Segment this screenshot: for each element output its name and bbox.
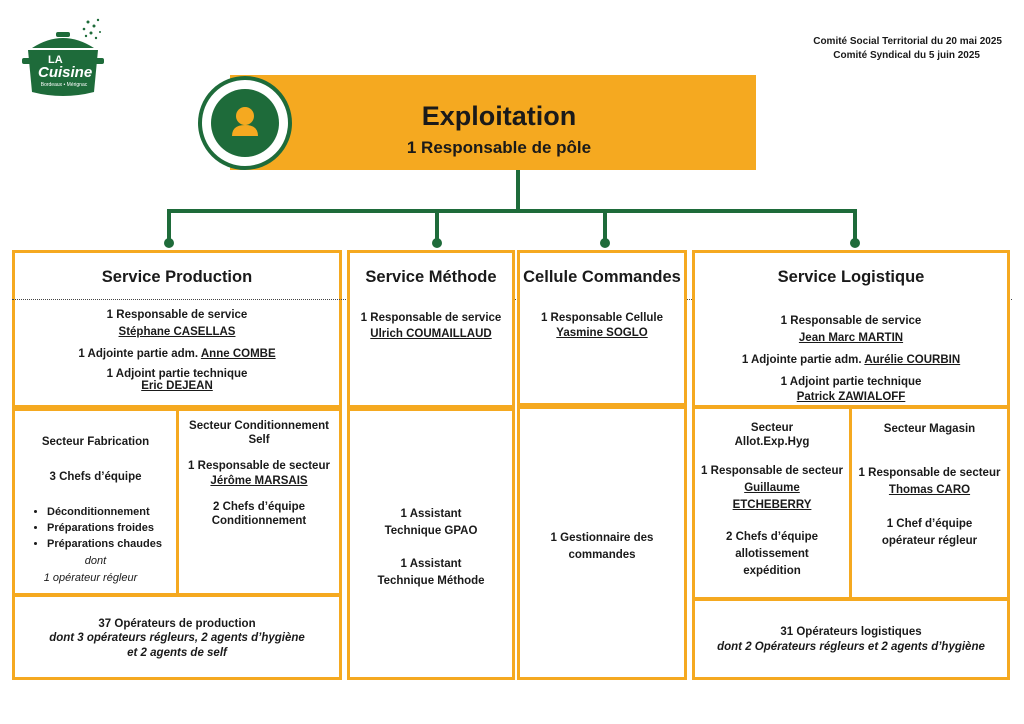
- logistique-resp-name: Jean Marc MARTIN: [798, 332, 904, 344]
- connector-commandes: [603, 209, 607, 243]
- production-resp-name: Stéphane CASELLAS: [118, 326, 236, 338]
- meeting-csts: Comité Social Territorial du 20 mai 2025: [813, 36, 1002, 47]
- logo-text-la: LA: [48, 54, 63, 66]
- logo: LA Cuisine Bordeaux • Mérignac: [18, 14, 108, 104]
- logistique-operators-detail: dont 2 Opérateurs régleurs et 2 agents d…: [717, 641, 985, 653]
- allot-title: Secteur Allot.Exp.Hyg: [734, 422, 810, 448]
- fabrication-regleur: 1 opérateur régleur: [43, 572, 138, 584]
- conditionnement-title: Secteur Conditionnement Self: [189, 420, 329, 446]
- logistique-operators-count: 31 Opérateurs logistiques: [780, 626, 922, 638]
- production-operators-detail2: et 2 agents de self: [127, 647, 227, 659]
- production-header-box: Service Production 1 Responsable de serv…: [12, 250, 342, 408]
- logistique-adj-adm-name: Aurélie COURBIN: [864, 354, 961, 366]
- methode-assistant-gpao: 1 Assistant Technique GPAO: [384, 508, 478, 537]
- production-adj-tech-name: Eric DEJEAN: [141, 380, 213, 392]
- production-resp-role: 1 Responsable de service: [106, 309, 248, 321]
- methode-resp-role: 1 Responsable de service: [360, 312, 502, 324]
- connector-dot: [164, 238, 174, 248]
- methode-title: Service Méthode: [365, 268, 497, 286]
- connector-production: [167, 209, 171, 243]
- production-operators-box: 37 Opérateurs de production dont 3 opéra…: [12, 594, 342, 680]
- commandes-header-box: Cellule Commandes 1 Responsable Cellule …: [517, 250, 687, 406]
- pot-icon: [22, 18, 104, 96]
- production-adj-adm-role: 1 Adjointe partie adm.: [78, 348, 199, 360]
- connector-dot: [432, 238, 442, 248]
- production-adj-adm: 1 Adjointe partie adm. Anne COMBE: [15, 347, 339, 361]
- allot-name: Guillaume ETCHEBERRY: [732, 482, 812, 511]
- production-operators-detail1: dont 3 opérateurs régleurs, 2 agents d’h…: [49, 632, 305, 644]
- magasin-title: Secteur Magasin: [883, 423, 976, 435]
- logistique-adj-adm: 1 Adjointe partie adm. Aurélie COURBIN: [695, 353, 1007, 367]
- allot-chefs: 2 Chefs d’équipe allotissement expéditio…: [725, 531, 819, 577]
- magasin-name: Thomas CARO: [888, 484, 971, 496]
- conditionnement-chefs: 2 Chefs d’équipe Conditionnement: [211, 501, 307, 527]
- conditionnement-name: Jérôme MARSAIS: [210, 475, 308, 487]
- connector-methode: [435, 209, 439, 243]
- logistique-operators-box: 31 Opérateurs logistiques dont 2 Opérate…: [692, 598, 1010, 680]
- magasin-chef: 1 Chef d’équipe opérateur régleur: [881, 518, 978, 547]
- production-adj-tech-role: 1 Adjoint partie technique: [106, 368, 248, 380]
- connector-dot: [850, 238, 860, 248]
- allot-resp: 1 Responsable de secteur: [701, 465, 843, 477]
- production-adj-adm-name: Anne COMBE: [200, 348, 276, 360]
- commandes-resp-role: 1 Responsable Cellule: [540, 312, 664, 324]
- logistique-header-box: Service Logistique 1 Responsable de serv…: [692, 250, 1010, 408]
- exploitation-box: [230, 75, 756, 170]
- methode-assistant-methode: 1 Assistant Technique Méthode: [377, 558, 485, 587]
- logistique-adj-adm-role: 1 Adjointe partie adm.: [741, 354, 862, 366]
- fabrication-dont: dont: [84, 555, 107, 567]
- commandes-gestionnaire: 1 Gestionnaire des commandes: [550, 532, 654, 561]
- methode-resp-name: Ulrich COUMAILLAUD: [370, 328, 492, 340]
- conditionnement-resp: 1 Responsable de secteur: [188, 460, 330, 472]
- exploitation-subtitle: 1 Responsable de pôle: [406, 138, 592, 157]
- methode-header-box: Service Méthode 1 Responsable de service…: [347, 250, 515, 408]
- connector-dot: [600, 238, 610, 248]
- logistique-adj-tech-name: Patrick ZAWIALOFF: [796, 391, 906, 403]
- list-item: Déconditionnement: [47, 505, 176, 519]
- connector-logistique: [853, 209, 857, 243]
- person-icon: [232, 107, 258, 136]
- logistique-resp-role: 1 Responsable de service: [780, 315, 922, 327]
- avatar: [211, 89, 279, 157]
- methode-body-box: 1 Assistant Technique GPAO 1 Assistant T…: [347, 408, 515, 680]
- fabrication-title: Secteur Fabrication: [41, 436, 150, 448]
- conditionnement-box: Secteur Conditionnement Self 1 Responsab…: [176, 408, 342, 596]
- list-item: Préparations chaudes: [47, 537, 176, 551]
- fabrication-chefs: 3 Chefs d’équipe: [49, 471, 142, 483]
- production-operators-count: 37 Opérateurs de production: [98, 618, 256, 630]
- logo-subtext: Bordeaux • Mérignac: [40, 82, 88, 88]
- exploitation-title: Exploitation: [421, 101, 577, 131]
- magasin-box: Secteur Magasin 1 Responsable de secteur…: [849, 406, 1010, 600]
- allot-box: Secteur Allot.Exp.Hyg 1 Responsable de s…: [692, 406, 852, 600]
- fabrication-list: Déconditionnement Préparations froides P…: [15, 503, 176, 553]
- commandes-title: Cellule Commandes: [523, 268, 681, 286]
- magasin-resp: 1 Responsable de secteur: [858, 467, 1001, 479]
- commandes-body-box: 1 Gestionnaire des commandes: [517, 406, 687, 680]
- connector-vertical: [516, 170, 520, 212]
- logistique-title: Service Logistique: [777, 268, 925, 286]
- fabrication-box: Secteur Fabrication 3 Chefs d’équipe Déc…: [12, 408, 179, 596]
- commandes-resp-name: Yasmine SOGLO: [556, 327, 648, 339]
- meeting-syndical: Comité Syndical du 5 juin 2025: [833, 50, 980, 61]
- logo-text-cuisine: Cuisine: [38, 64, 93, 81]
- connector-horizontal: [167, 209, 857, 213]
- logistique-adj-tech-role: 1 Adjoint partie technique: [780, 376, 922, 388]
- list-item: Préparations froides: [47, 521, 176, 535]
- production-title: Service Production: [101, 268, 253, 286]
